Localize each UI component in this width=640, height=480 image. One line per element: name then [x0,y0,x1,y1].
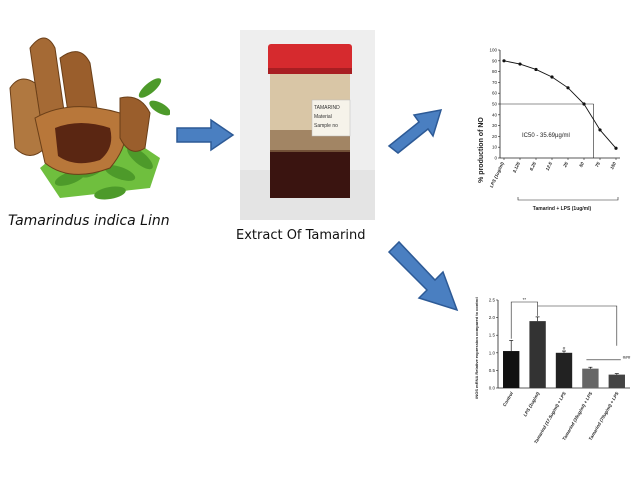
no-data-point [598,128,602,132]
no-y-tick-label: 80 [492,69,498,74]
no-y-tick-label: 0 [494,156,497,161]
jar-label-line2: Material [314,114,332,120]
no-data-point [582,102,586,106]
no-x-tick-label: 50 [578,161,585,168]
mrna-chart-ylabel: iNOS mRNA Relative expression compared t… [474,297,479,398]
tamarind-caption: Tamarindus indica Linn [8,213,170,229]
mrna-x-tick-label: Control [502,390,515,407]
mrna-sig-bracket [510,301,538,339]
mrna-y-tick-label: 1.0 [489,350,496,355]
pods [9,37,151,175]
no-data-point [502,59,506,63]
mrna-y-tick-label: 2.5 [489,298,496,303]
mrna-chart-marks: **#### [503,297,631,388]
no-y-tick-label: 90 [492,58,498,63]
no-data-point [534,67,538,72]
mrna-sig-label: ### [623,355,631,360]
mrna-y-tick-label: 0.0 [489,386,496,391]
no-x-tick-label: 150 [609,161,617,170]
mrna-bar [608,374,625,388]
no-data-point [550,75,554,79]
mrna-sig-bracket-long [537,305,618,346]
mrna-sig-label: # [563,346,566,351]
no-series-line [503,60,617,149]
no-x-tick-label: 75 [594,161,601,168]
no-chart-xlabel: Tamarind + LPS (1ug/ml) [533,206,592,212]
arrow-down-right-icon [387,240,459,312]
arrow-up-right-icon [387,109,443,154]
extract-jar-image: TAMARIND Material Sample no [240,30,375,220]
no-x-bracket [517,197,619,201]
mrna-x-tick-label: Tamarind (70ug/ml) + LPS [588,391,620,441]
mrna-bar [555,352,573,388]
no-y-tick-label: 20 [492,134,498,139]
no-y-tick-label: 70 [492,80,498,85]
mrna-bar [503,351,520,388]
mrna-y-tick-label: 1.5 [489,333,496,338]
no-y-tick-label: 50 [492,102,498,107]
tamarind-pod-image [9,37,170,200]
no-x-tick-label: LPS (1ug/ml) [489,161,505,188]
mrna-bar [582,368,599,388]
no-data-point [518,62,522,66]
mrna-sig-label: ** [523,297,527,302]
mrna-x-tick-label: Tamarind (35ug/ml) + LPS [561,391,593,441]
no-x-tick-label: 25 [562,161,569,169]
no-y-tick-label: 100 [489,48,497,53]
jar-label-line1: TAMARIND [314,105,340,111]
no-y-tick-label: 30 [492,123,498,128]
no-x-tick-label: 3.125 [512,161,522,174]
no-chart-annotation: IC50 - 35.69µg/ml [522,133,570,139]
no-y-tick-label: 40 [492,112,498,117]
no-y-tick-label: 10 [492,145,498,150]
no-x-tick-label: 12.5 [545,161,553,172]
no-data-point [614,146,618,150]
mrna-x-tick-label: LPS (1ug/ml) [522,391,540,418]
no-y-tick-label: 60 [492,91,498,96]
no-chart-ylabel: % production of NO [478,117,485,183]
no-chart-marks [500,59,618,158]
mrna-y-tick-label: 0.5 [489,368,496,373]
jar-label-line3: Sample no [314,123,338,129]
mrna-y-tick-label: 2.0 [489,315,496,320]
mrna-bar [529,321,546,388]
jar-label: TAMARIND Material Sample no [311,99,351,137]
arrow-right-icon [176,118,235,152]
no-data-point [566,86,570,90]
extract-caption: Extract Of Tamarind [236,228,366,243]
no-x-tick-label: 6.25 [529,161,537,172]
